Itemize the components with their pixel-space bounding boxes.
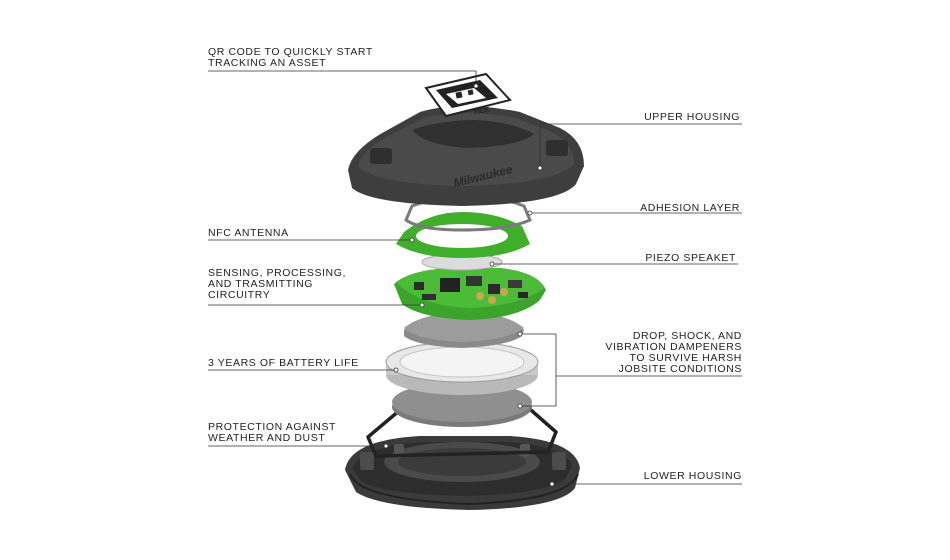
label-dampeners: DROP, SHOCK, AND VIBRATION DAMPENERS TO …: [605, 330, 742, 375]
label-qr-code: QR CODE TO QUICKLY START TRACKING AN ASS…: [208, 46, 373, 69]
lower-housing: [345, 436, 580, 510]
circuit-board: [394, 268, 546, 320]
label-piezo-speaker: PIEZO SPEAKET: [645, 252, 736, 264]
label-adhesion-layer: ADHESION LAYER: [640, 202, 740, 214]
line-qr: [208, 70, 477, 86]
qr-tag-text: TICK: [473, 106, 490, 116]
label-nfc-antenna: NFC ANTENNA: [208, 227, 289, 239]
upper-housing: Milwaukee: [348, 106, 584, 206]
battery-cell: [385, 341, 539, 395]
qr-code-tag: TICK: [424, 72, 512, 118]
line-upper: [539, 123, 742, 168]
callout-lines: [208, 70, 742, 485]
label-lower-housing: LOWER HOUSING: [643, 470, 742, 482]
upper-dampener: [404, 312, 524, 348]
label-upper-housing: UPPER HOUSING: [644, 111, 740, 123]
label-protection: PROTECTION AGAINST WEATHER AND DUST: [208, 421, 337, 444]
label-circuitry: SENSING, PROCESSING, AND TRASMITTING CIR…: [208, 267, 347, 301]
nfc-antenna-ring: [396, 212, 530, 258]
callout-dots: [383, 83, 555, 487]
label-battery: 3 YEARS OF BATTERY LIFE: [208, 357, 359, 369]
